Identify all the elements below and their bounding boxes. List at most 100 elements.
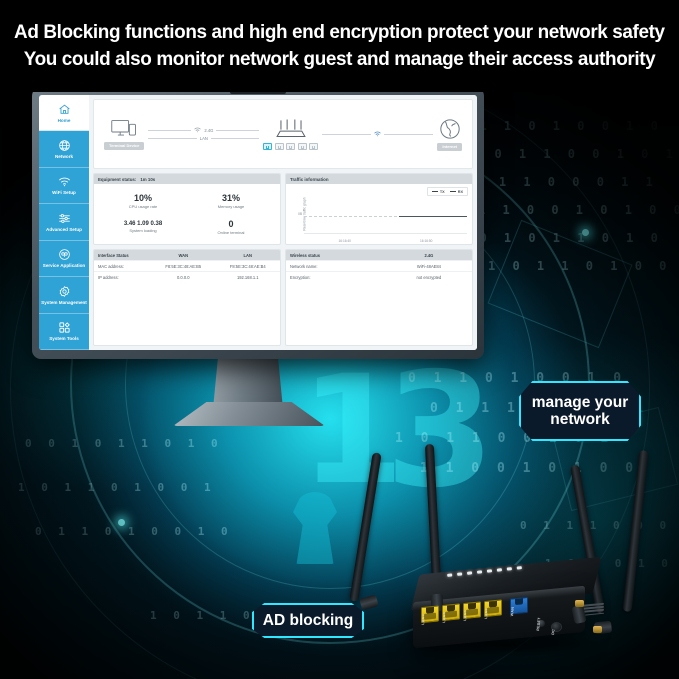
- internet-link: [322, 131, 434, 137]
- equipment-status-body: 10% CPU usage rate 31% Memory usage 3.46…: [94, 184, 280, 244]
- stat-value: 0: [228, 219, 234, 229]
- table-row: MAC address: F8:5E:3C:48:AE:B5 F8:5E:3C:…: [94, 260, 280, 272]
- wifi-small-icon: [194, 127, 201, 133]
- link-line: [216, 129, 260, 131]
- stat-label: Online terminal: [217, 230, 245, 235]
- lan-port-3[interactable]: LAN3: [442, 603, 460, 623]
- table-row: Encryption: not encrypted: [286, 271, 472, 283]
- sidebar-item-advanced-setup[interactable]: Advanced Setup: [39, 204, 89, 241]
- traffic-tx-series-line: [398, 215, 467, 217]
- lan-port-2[interactable]: LAN2: [463, 601, 481, 621]
- col-lan: LAN: [215, 250, 280, 261]
- router-node[interactable]: [263, 118, 319, 150]
- globe-icon: [58, 139, 71, 152]
- wan-port[interactable]: WAN: [510, 596, 528, 616]
- terminal-device-node[interactable]: Terminal Device: [104, 119, 145, 150]
- sidebar-item-wifi-setup[interactable]: WiFi Setup: [39, 168, 89, 205]
- cloud-link-icon: [374, 131, 381, 137]
- stat-value: 3.46 1.09 0.38: [123, 221, 163, 227]
- dc-label: DC: [551, 628, 556, 635]
- callout-text: manage your network: [531, 393, 629, 428]
- topology-port-1[interactable]: [263, 143, 273, 150]
- link-line: [384, 133, 434, 135]
- antenna-connector: [593, 626, 602, 633]
- link-line: [210, 138, 260, 139]
- row-wan-value: 0.0.0.0: [151, 271, 216, 283]
- equipment-uptime: 1m 10s: [140, 176, 156, 182]
- router-icon: [274, 118, 308, 138]
- col-wan: WAN: [151, 250, 216, 261]
- sliders-icon: [58, 212, 71, 225]
- wireless-status-table: Wireless status 2.4G Network name: WiFi-…: [286, 250, 472, 283]
- sidebar-label: System Management: [41, 299, 87, 305]
- table-row: Network name: WiFi-48AE84: [286, 260, 472, 272]
- lan-port-4[interactable]: LAN4: [421, 605, 439, 625]
- wireless-band: 2.4G: [385, 250, 472, 261]
- interface-status-table: Interface Status WAN LAN MAC address: F8…: [94, 250, 280, 283]
- reset-button[interactable]: RESET: [536, 617, 545, 631]
- router-admin-screen: Home Network WiFi Setup: [39, 95, 477, 350]
- stat-label: System loading: [129, 228, 157, 233]
- topology-port-2[interactable]: [274, 143, 284, 150]
- equipment-status-title: Equipment status:: [98, 176, 137, 182]
- x-tick: 16:16:50: [420, 239, 433, 243]
- row-wan-value: F8:5E:3C:48:AE:B5: [151, 260, 216, 272]
- tablet-stand-neck: [213, 351, 283, 409]
- traffic-zero-line: [304, 215, 467, 217]
- wifi-router-device: LAN4 LAN3 LAN2 LAN1 WAN RESET DC: [335, 443, 679, 679]
- legend-rx: RX: [449, 190, 463, 194]
- link-line: [322, 133, 372, 135]
- monitor-icon: [111, 119, 137, 139]
- row-key: Network name:: [286, 260, 386, 272]
- row-value: not encrypted: [385, 271, 472, 283]
- sidebar-label: Service Application: [42, 263, 86, 269]
- sidebar-item-system-tools[interactable]: System Tools: [39, 314, 89, 350]
- stat-online-terminal: 0 Online terminal: [187, 214, 275, 240]
- row-lan-value: F8:5E:3C:48:AE:B4: [215, 260, 280, 272]
- antenna-1: [349, 452, 382, 602]
- led-indicator: [447, 573, 453, 577]
- network-topology-panel: Terminal Device 2.4G: [93, 99, 473, 169]
- topology-port-5[interactable]: [309, 143, 319, 150]
- tablet-device: Home Network WiFi Setup: [32, 89, 484, 359]
- led-indicator: [496, 568, 503, 572]
- internet-node[interactable]: Internet: [437, 118, 462, 151]
- sidebar-label: System Tools: [49, 336, 79, 342]
- traffic-y-tick: 0B: [298, 212, 303, 216]
- topology-port-3[interactable]: [286, 143, 296, 150]
- x-tick: 16:16:40: [338, 239, 351, 243]
- dc-power-jack[interactable]: DC: [551, 622, 562, 635]
- lan-port-1[interactable]: LAN1: [484, 599, 502, 619]
- antenna-connector: [575, 600, 584, 607]
- internet-globe-icon: [439, 118, 461, 140]
- led-indicator: [476, 570, 483, 574]
- traffic-x-ticks: 16:16:40 16:16:50: [304, 239, 467, 243]
- tablet-camera-icon: [230, 90, 286, 94]
- lan-link: LAN: [148, 136, 260, 141]
- led-indicator: [466, 571, 473, 575]
- sidebar-item-home[interactable]: Home: [39, 95, 89, 132]
- row-key: IP address:: [94, 271, 152, 283]
- table-header-row: Interface Status WAN LAN: [94, 250, 280, 261]
- stat-label: CPU usage rate: [128, 204, 158, 209]
- wifi-link: 2.4G: [148, 127, 260, 133]
- interface-status-card: Interface Status WAN LAN MAC address: F8…: [93, 249, 281, 346]
- legend-swatch: [431, 190, 438, 193]
- headline-banner: Ad Blocking functions and high end encry…: [0, 0, 679, 92]
- sidebar-item-service-application[interactable]: Service Application: [39, 241, 89, 278]
- row-value: WiFi-48AE84: [385, 260, 472, 272]
- sidebar-item-system-management[interactable]: System Management: [39, 277, 89, 314]
- legend-swatch: [449, 190, 456, 193]
- led-indicator: [456, 572, 463, 576]
- internet-label: Internet: [437, 142, 462, 151]
- led-indicator: [506, 567, 513, 571]
- stat-label: Memory usage: [217, 204, 245, 209]
- details-row: Interface Status WAN LAN MAC address: F8…: [93, 249, 473, 346]
- sidebar-item-network[interactable]: Network: [39, 131, 89, 168]
- row-key: Encryption:: [286, 271, 386, 283]
- traffic-title: Traffic information: [290, 176, 329, 182]
- stat-cpu: 10% CPU usage rate: [99, 188, 187, 214]
- topology-port-4[interactable]: [297, 143, 307, 150]
- table-header-row: Wireless status 2.4G: [286, 250, 472, 261]
- home-icon: [58, 103, 71, 116]
